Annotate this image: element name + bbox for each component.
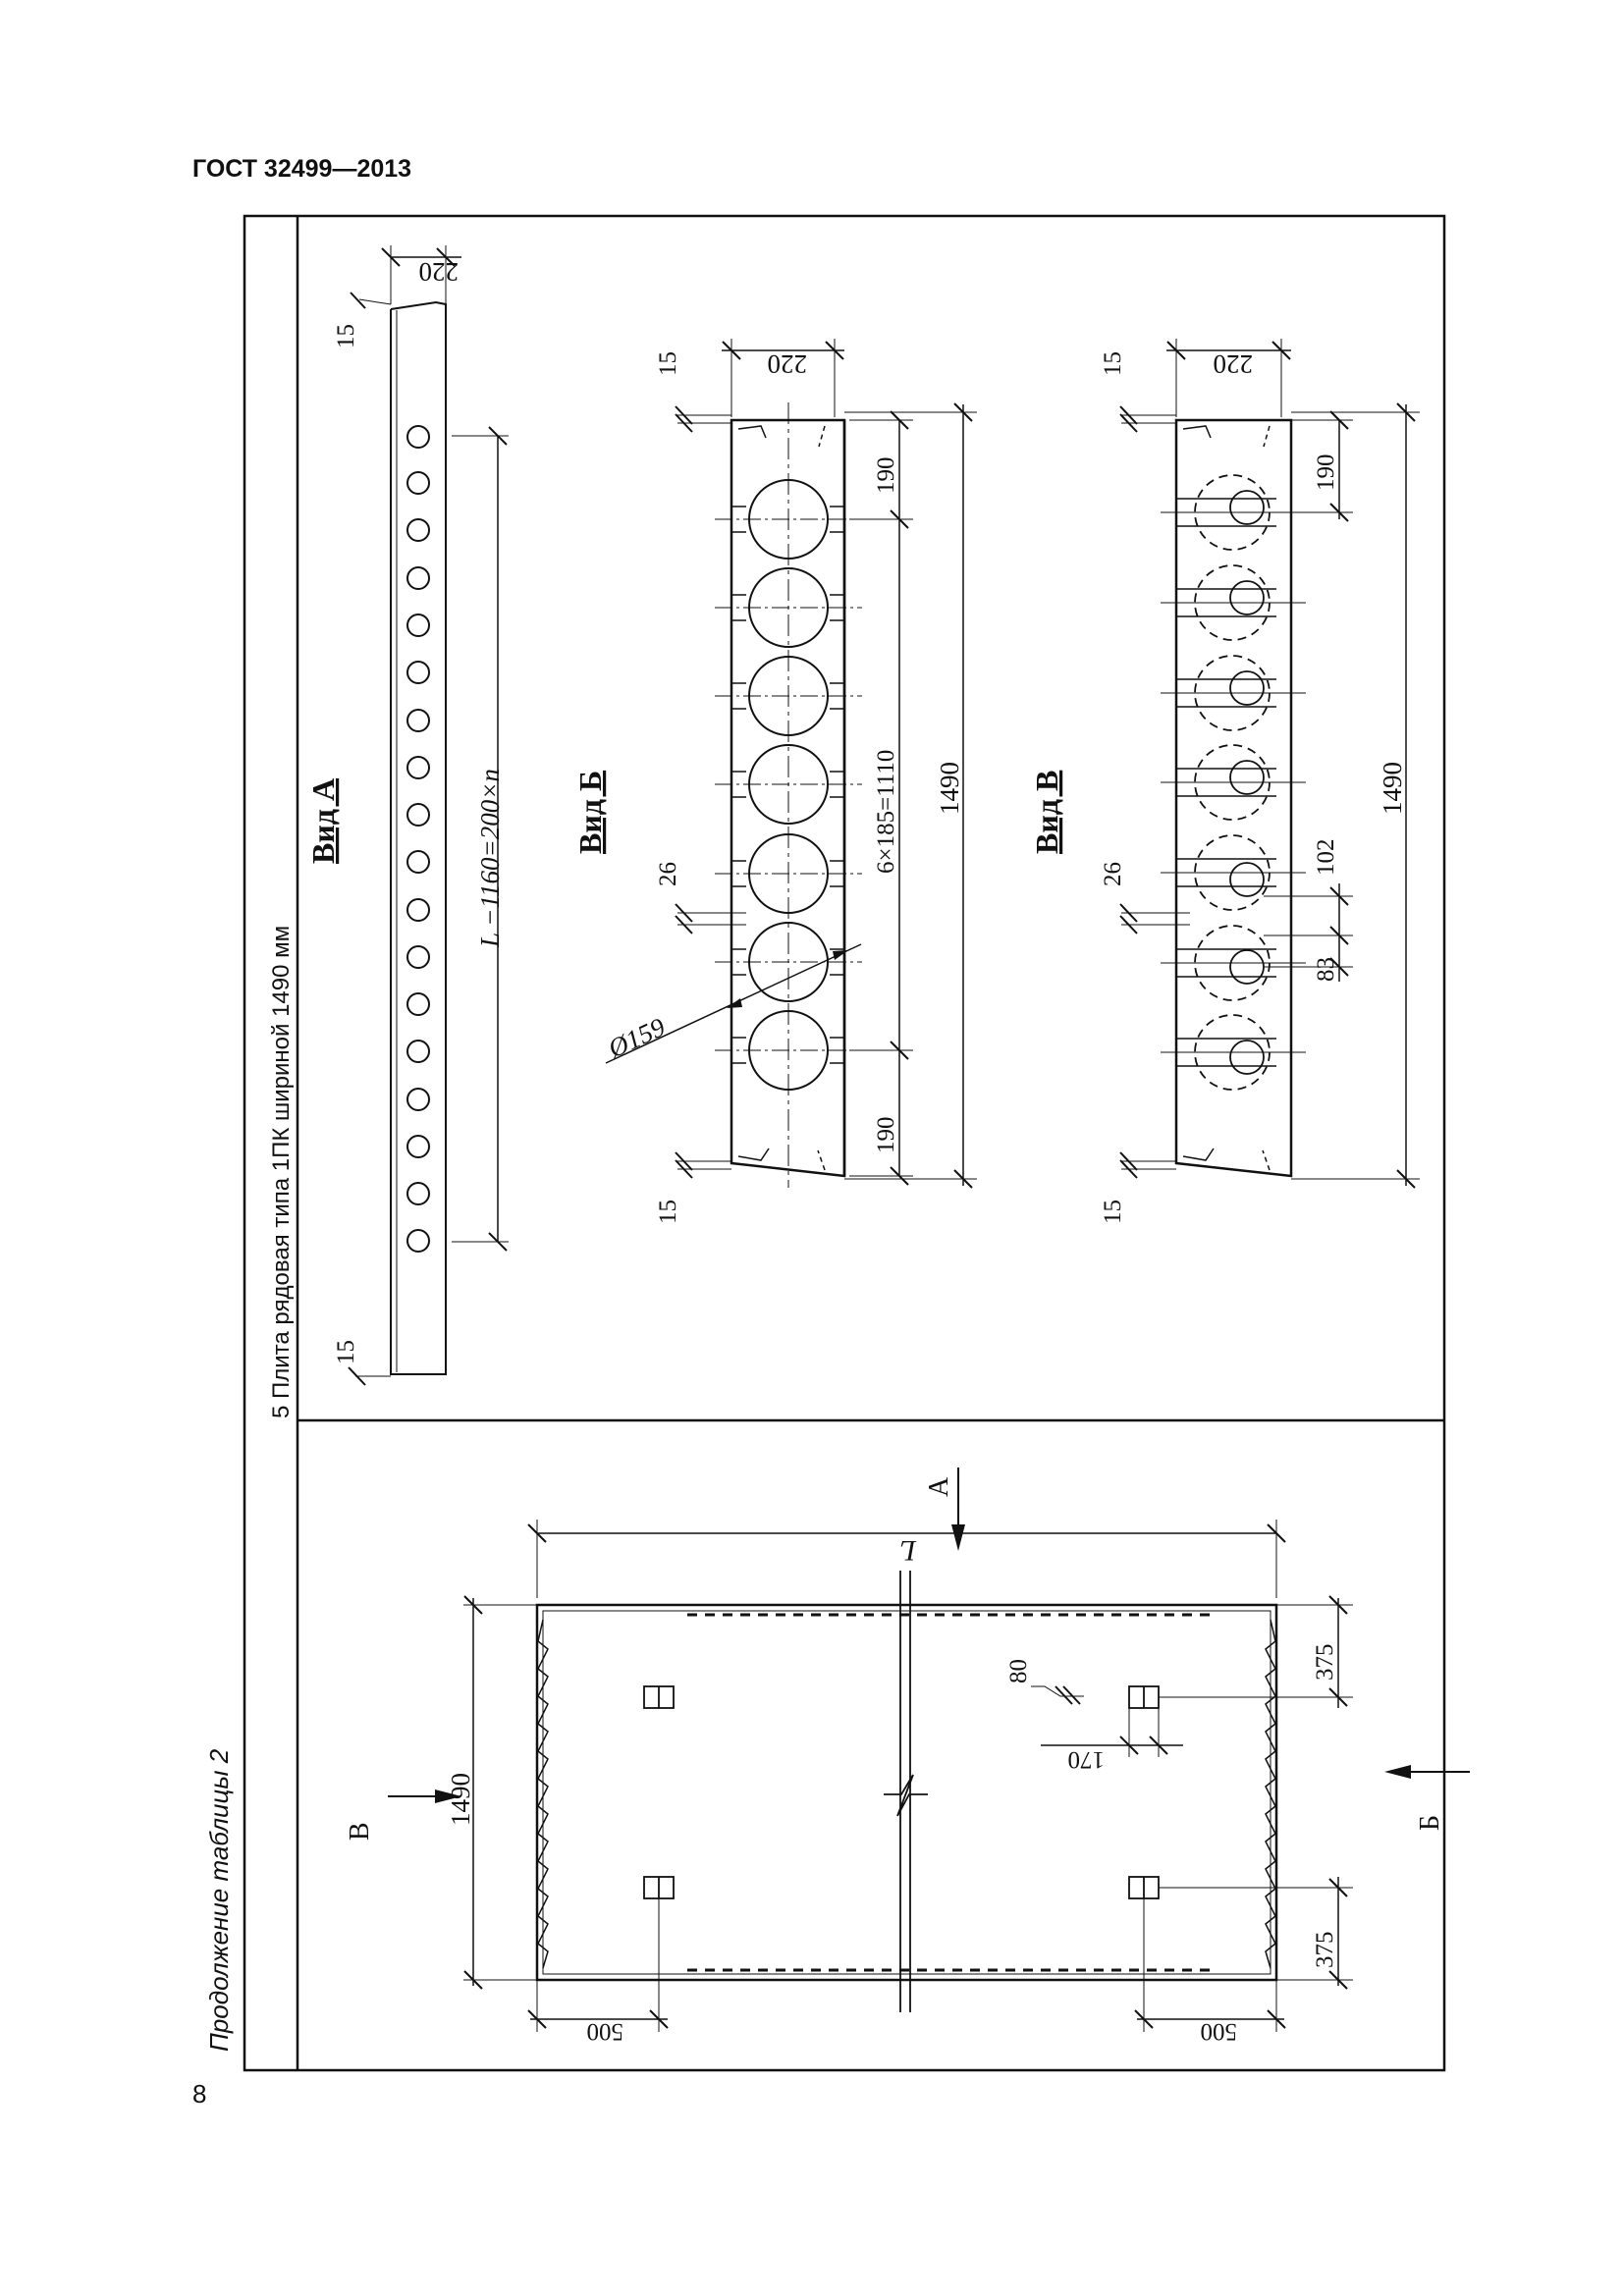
view-a-holes xyxy=(406,425,430,1253)
view-b-end-space-bottom: 190 xyxy=(873,1117,899,1154)
plan-arrow-b: Б xyxy=(1415,1815,1445,1831)
view-b-width: 1490 xyxy=(935,762,964,815)
view-v-bottom-edge: 15 xyxy=(1100,1200,1126,1224)
plan-dim-375-bottom: 375 xyxy=(1312,1932,1338,1969)
plan-dim-500-right: 500 xyxy=(1201,2018,1238,2045)
plan-width: 1490 xyxy=(446,1773,475,1826)
view-b: Вид Б xyxy=(572,339,977,1224)
view-v-thickness: 220 xyxy=(1214,349,1254,379)
plan-arrow-a: А xyxy=(924,1476,954,1497)
view-a-end-dim-2: 15 xyxy=(333,1340,359,1364)
plan-view: L 1490 375 375 500 500 xyxy=(345,1468,1470,2045)
page-number: 8 xyxy=(192,2079,207,2109)
view-v-top-edge: 15 xyxy=(1100,351,1126,376)
view-v-width: 1490 xyxy=(1378,762,1407,815)
document-code: ГОСТ 32499—2013 xyxy=(192,155,412,183)
view-b-pitch: 6×185=1110 xyxy=(873,750,899,874)
view-b-top-edge: 15 xyxy=(655,351,681,376)
view-b-end-space-top: 190 xyxy=(873,457,899,495)
view-v: Вид В xyxy=(1029,339,1420,1224)
view-v-end-space: 190 xyxy=(1313,454,1339,492)
view-a: Вид А L −1160=200×n 220 xyxy=(305,245,509,1386)
view-v-rib: 26 xyxy=(1100,862,1126,886)
view-b-bottom-edge: 15 xyxy=(655,1200,681,1224)
plan-lifting-loops xyxy=(643,1685,1160,1899)
plan-dim-80: 80 xyxy=(1005,1659,1032,1683)
view-b-thickness: 220 xyxy=(768,349,808,379)
row-label: 5 Плита рядовая типа 1ПК шириной 1490 мм xyxy=(268,926,295,1418)
view-a-title: Вид А xyxy=(305,778,341,864)
view-v-title: Вид В xyxy=(1029,771,1064,854)
view-a-end-dim: 15 xyxy=(333,324,359,348)
plan-dim-500-left: 500 xyxy=(587,2018,624,2045)
view-b-title: Вид Б xyxy=(572,771,608,854)
table-frame xyxy=(243,214,1446,2072)
plan-arrow-v: В xyxy=(345,1822,375,1841)
view-a-thickness: 220 xyxy=(419,257,460,287)
view-v-hole-a: 102 xyxy=(1313,839,1339,877)
plan-length-label: L xyxy=(899,1534,917,1567)
table-continuation-label: Продолжение таблицы 2 xyxy=(204,1748,234,2052)
view-v-hole-b: 83 xyxy=(1313,957,1339,982)
view-b-diameter: Ø159 xyxy=(603,1012,670,1064)
plan-dim-375-top: 375 xyxy=(1312,1644,1338,1682)
plan-dim-170: 170 xyxy=(1068,1746,1106,1773)
view-b-rib: 26 xyxy=(655,862,681,886)
view-a-length-formula: L −1160=200×n xyxy=(475,769,505,948)
